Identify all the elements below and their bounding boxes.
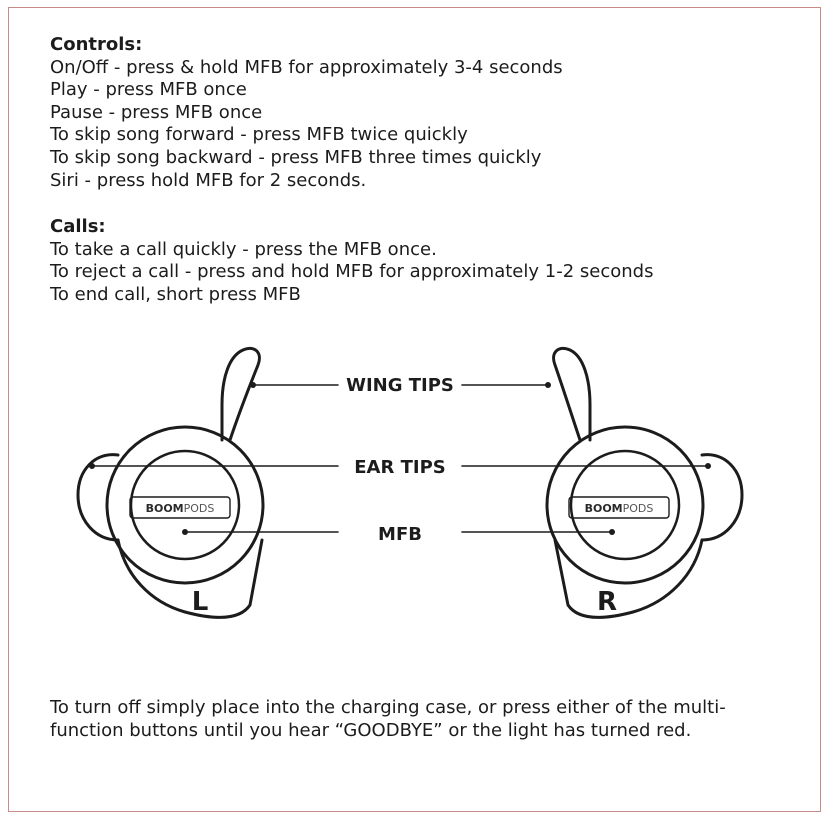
right-inner-ring <box>569 449 681 561</box>
right-brand-light: PODS <box>623 502 654 515</box>
leader-lines <box>91 384 709 533</box>
controls-line-play: Play - press MFB once <box>50 79 247 101</box>
left-brand-bold: BOOM <box>146 502 184 515</box>
dot-wing-right <box>545 382 551 388</box>
left-brand-logo: BOOMPODS <box>146 502 215 515</box>
controls-line-pause: Pause - press MFB once <box>50 101 263 123</box>
controls-line-onoff: On/Off - press & hold MFB for approximat… <box>50 56 563 78</box>
controls-heading: Controls: <box>50 34 143 55</box>
left-ear-tip <box>76 453 120 542</box>
calls-line-end: To end call, short press MFB <box>50 283 301 305</box>
label-mfb: MFB <box>378 524 422 545</box>
right-earbud-illustration <box>545 346 744 619</box>
left-body <box>116 538 264 619</box>
right-outer-ring <box>545 425 705 585</box>
controls-line-siri: Siri - press hold MFB for 2 seconds. <box>50 169 367 191</box>
right-brand-logo: BOOMPODS <box>585 502 654 515</box>
right-wing-tip <box>552 346 592 442</box>
left-earbud-illustration <box>76 346 265 619</box>
dot-wing-left <box>250 382 256 388</box>
left-brand-light: PODS <box>184 502 215 515</box>
dot-mfb-right <box>609 529 615 535</box>
left-brand-badge <box>129 496 231 519</box>
dot-ear-left <box>89 463 95 469</box>
right-ear-tip <box>700 453 744 542</box>
left-side-letter: L <box>192 587 209 617</box>
footer-note: To turn off simply place into the chargi… <box>50 697 726 741</box>
calls-line-take: To take a call quickly - press the MFB o… <box>50 238 437 260</box>
dot-mfb-left <box>182 529 188 535</box>
controls-line-skip-backward: To skip song backward - press MFB three … <box>50 146 542 168</box>
left-inner-ring <box>129 449 241 561</box>
label-wing-tips: WING TIPS <box>346 375 454 396</box>
right-brand-badge <box>568 496 670 519</box>
right-side-letter: R <box>597 587 617 617</box>
calls-line-reject: To reject a call - press and hold MFB fo… <box>50 261 654 283</box>
label-ear-tips: EAR TIPS <box>354 457 446 478</box>
right-brand-bold: BOOM <box>585 502 623 515</box>
left-wing-tip <box>220 346 261 442</box>
page-frame <box>8 7 821 812</box>
right-body <box>553 538 704 619</box>
calls-section: Calls: To take a call quickly - press th… <box>50 216 653 306</box>
controls-section: Controls: On/Off - press & hold MFB for … <box>50 34 563 192</box>
left-outer-ring <box>105 425 265 585</box>
calls-heading: Calls: <box>50 216 106 237</box>
dot-ear-right <box>705 463 711 469</box>
controls-line-skip-forward: To skip song forward - press MFB twice q… <box>50 124 468 146</box>
